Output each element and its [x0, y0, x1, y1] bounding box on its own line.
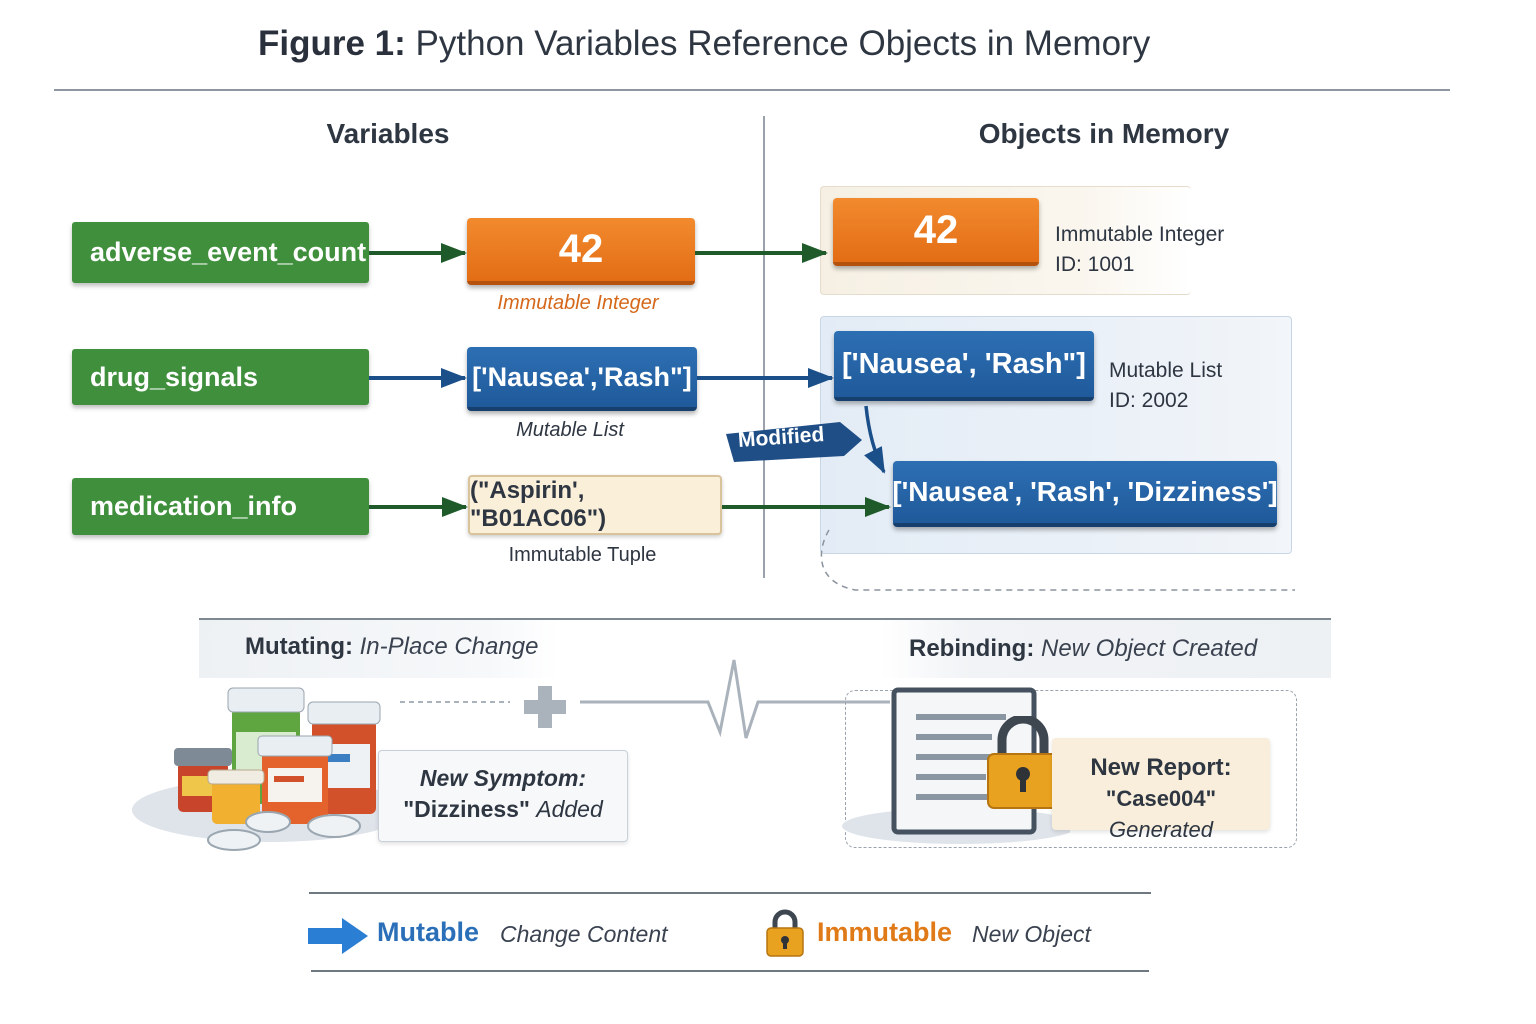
rebinding-note: New Report: "Case004" Generated — [1052, 738, 1270, 842]
mutating-heading: Mutating: In-Place Change — [245, 633, 538, 661]
rebinding-heading-band — [880, 620, 1331, 678]
variables-heading: Variables — [326, 118, 450, 149]
memory-list-modified: ['Nausea', 'Rash', 'Dizziness'] — [892, 461, 1278, 527]
memory-list-meta: Mutable List ID: 2002 — [1109, 356, 1222, 416]
heartbeat-line — [400, 659, 890, 739]
mutating-note-quoted: "Dizziness" — [403, 796, 530, 822]
value-list: ['Nausea','Rash"] — [467, 347, 697, 411]
memory-int-id: ID: 1001 — [1055, 253, 1135, 276]
padlock-icon — [987, 716, 1059, 809]
medical-plus-icon — [524, 686, 566, 728]
caption-mutable-list: Mutable List — [516, 419, 624, 441]
reference-arrows — [369, 243, 891, 517]
section-rule — [199, 618, 1331, 620]
title-rule — [54, 89, 1450, 91]
value-tuple: ("Aspirin', "B01AC06") — [468, 475, 722, 535]
legend-bottom-rule — [311, 970, 1149, 972]
memory-list-id: ID: 2002 — [1109, 389, 1189, 412]
variable-adverse-event-count: adverse_event_count — [72, 222, 369, 283]
rebinding-heading-italic: New Object Created — [1040, 635, 1258, 662]
legend-immutable-label: Immutable — [817, 917, 953, 947]
memory-int-42: 42 — [833, 198, 1039, 266]
figure-title-text: Python Variables Reference Objects in Me… — [415, 24, 1151, 63]
memory-int-meta: Immutable Integer ID: 1001 — [1055, 220, 1224, 280]
rebinding-note-rest: Generated — [1109, 817, 1213, 842]
legend-top-rule — [309, 892, 1151, 894]
memory-dashed-outline — [820, 529, 1295, 591]
legend-lock-icon — [766, 909, 804, 957]
column-divider — [763, 116, 765, 578]
memory-list-type: Mutable List — [1109, 359, 1223, 382]
rebinding-note-line1: New Report: — [1090, 754, 1232, 781]
mutable-arrow-icon — [308, 918, 368, 954]
medicine-bottles-icon — [132, 687, 400, 851]
variable-medication-info: medication_info — [72, 478, 369, 535]
mutating-note-text: New Symptom: "Dizziness" Added — [379, 763, 627, 825]
memory-int-type: Immutable Integer — [1055, 223, 1225, 246]
caption-immutable-tuple: Immutable Tuple — [508, 544, 657, 566]
figure-title: Figure 1: Python Variables Reference Obj… — [258, 24, 1150, 64]
rebinding-heading: Rebinding: New Object Created — [909, 635, 1257, 663]
value-int-42: 42 — [467, 218, 695, 285]
mutating-note-rest: Added — [536, 796, 603, 822]
variable-drug-signals: drug_signals — [72, 349, 369, 405]
mutating-heading-italic: In-Place Change — [359, 633, 539, 660]
caption-immutable-integer: Immutable Integer — [497, 292, 659, 314]
rebinding-note-text: New Report: "Case004" Generated — [1052, 752, 1270, 845]
arrow-list-row — [369, 368, 886, 474]
legend-mutable-desc: Change Content — [500, 921, 668, 947]
memory-list: ['Nausea', 'Rash"] — [834, 331, 1094, 401]
legend-immutable-desc: New Object — [972, 921, 1091, 947]
rebinding-note-quoted: "Case004" — [1105, 786, 1217, 811]
document-icon — [842, 687, 1070, 844]
rebinding-dashed-outline — [845, 690, 1297, 848]
objects-heading: Objects in Memory — [978, 118, 1230, 149]
modified-ribbon-shape — [726, 422, 862, 462]
legend-mutable-label: Mutable — [377, 917, 480, 947]
mutating-heading-band — [199, 620, 559, 678]
mutating-note-line1: New Symptom: — [419, 765, 587, 791]
figure-title-prefix: Figure 1: — [258, 24, 406, 63]
mutating-note: New Symptom: "Dizziness" Added — [378, 750, 628, 842]
rebinding-heading-bold: Rebinding: — [909, 635, 1035, 662]
mutating-heading-bold: Mutating: — [245, 633, 353, 660]
